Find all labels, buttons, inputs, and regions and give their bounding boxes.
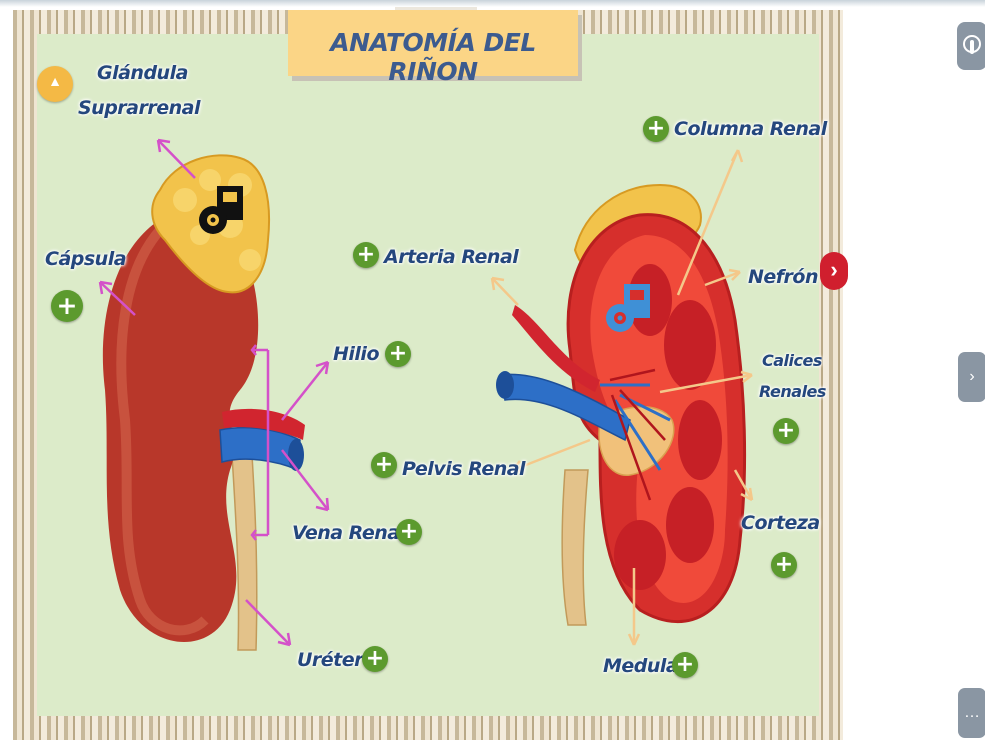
- touch-icon: [957, 22, 985, 70]
- plus-calices-button[interactable]: +: [773, 418, 799, 444]
- next-slide-button[interactable]: ›: [820, 252, 848, 290]
- audio-icon: ▲: [37, 73, 73, 89]
- side-top-button[interactable]: [957, 22, 985, 70]
- plus-hilio-button[interactable]: +: [385, 341, 411, 367]
- plus-pelvis-renal-button[interactable]: +: [371, 452, 397, 478]
- plus-arteria-renal-button[interactable]: +: [353, 242, 379, 268]
- label-corteza: Corteza: [741, 512, 820, 534]
- plus-columna-renal-button[interactable]: +: [643, 116, 669, 142]
- page-title: ANATOMÍA DEL RIÑON: [288, 28, 578, 86]
- move-icon[interactable]: [604, 280, 654, 336]
- plus-ureter-button[interactable]: +: [362, 646, 388, 672]
- label-renales: Renales: [759, 383, 826, 401]
- label-glandula: Glándula: [97, 62, 188, 84]
- label-capsula: Cápsula: [45, 248, 126, 270]
- label-hilio: Hilio: [333, 343, 379, 365]
- plus-medula-button[interactable]: +: [672, 652, 698, 678]
- move-icon[interactable]: [197, 182, 247, 238]
- label-arteria-renal: Arteria Renal: [384, 246, 518, 268]
- label-pelvis-renal: Pelvis Renal: [402, 458, 525, 480]
- more-icon: …: [964, 704, 980, 721]
- chevron-right-icon: ›: [969, 368, 974, 385]
- side-more-button[interactable]: …: [958, 688, 985, 738]
- plus-vena-renal-button[interactable]: +: [396, 519, 422, 545]
- label-columna-renal: Columna Renal: [674, 118, 827, 140]
- label-ureter: Uréter: [297, 649, 363, 671]
- label-suprarrenal: Suprarrenal: [78, 97, 200, 119]
- plus-corteza-button[interactable]: +: [771, 552, 797, 578]
- label-vena-renal: Vena Renal: [292, 522, 406, 544]
- next-arrow-icon: ›: [820, 257, 848, 283]
- label-nefron: Nefrón: [748, 266, 818, 288]
- label-calices: Calices: [762, 352, 822, 370]
- label-medula: Medula: [603, 655, 678, 677]
- side-next-button[interactable]: ›: [958, 352, 985, 402]
- audio-button[interactable]: ▲: [37, 66, 73, 102]
- plus-capsula-button[interactable]: +: [51, 290, 83, 322]
